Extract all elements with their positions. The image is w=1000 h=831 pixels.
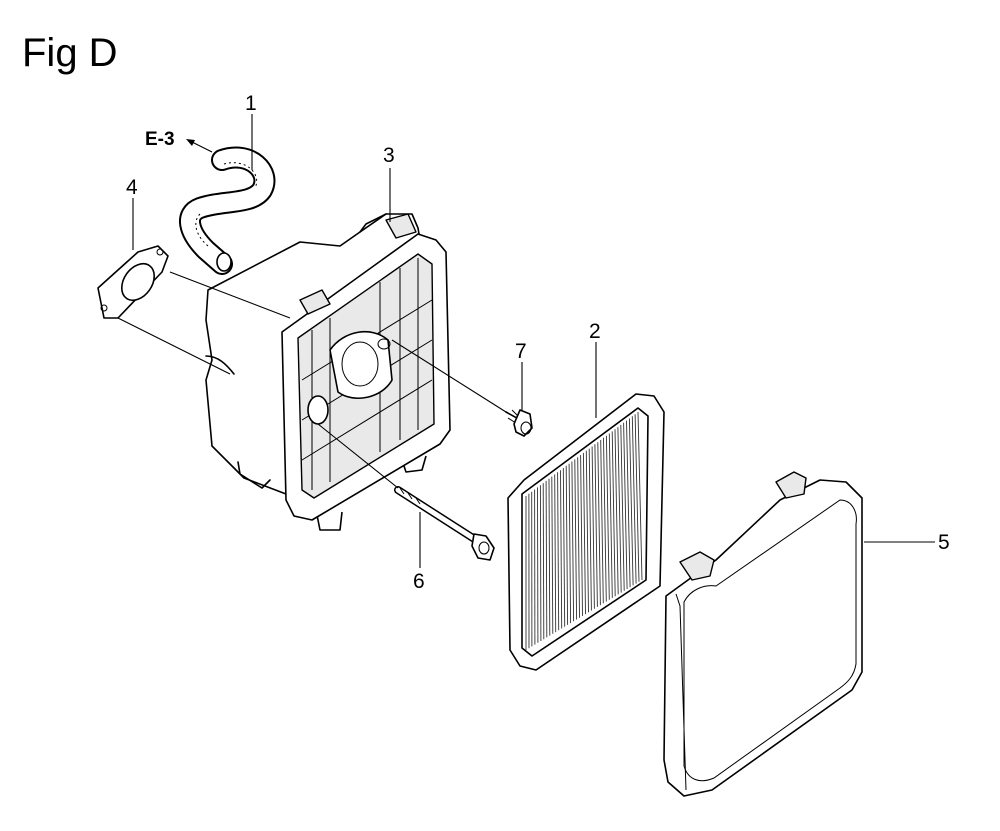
pleat-line <box>594 444 598 607</box>
pleat-line <box>628 418 634 586</box>
part-6-long-bolt <box>394 486 495 561</box>
pleat-line <box>539 485 542 642</box>
alignment-line-lower <box>117 317 231 375</box>
part-2-air-filter <box>507 393 665 671</box>
pleat-line <box>585 450 589 613</box>
pleat-line <box>571 461 575 622</box>
part-3-air-cleaner-case <box>205 213 451 531</box>
pleat-line <box>603 437 607 602</box>
part-1-breather-tube <box>179 146 276 275</box>
pleat-line <box>631 416 637 584</box>
reference-e3: E-3 <box>145 129 213 153</box>
part-7-bolt <box>505 409 533 437</box>
arrow-head-icon <box>186 139 195 146</box>
pleat-line <box>623 422 628 590</box>
callout-4: 4 <box>126 176 138 199</box>
pleat-line <box>551 476 554 634</box>
pleat-line <box>614 429 619 595</box>
pleat-line <box>577 457 580 618</box>
pleat-line <box>620 424 625 591</box>
pleat-line <box>597 442 601 606</box>
pleat-line <box>634 414 640 582</box>
alignment-line-bolt-7 <box>391 339 507 413</box>
alignment-line-upper <box>169 271 291 319</box>
pleat-line <box>588 448 592 611</box>
pleat-line <box>637 411 643 581</box>
reference-label: E-3 <box>145 129 175 150</box>
callout-1: 1 <box>245 92 257 115</box>
pleat-line <box>565 465 569 625</box>
pleat-line <box>605 435 610 600</box>
pleat-line <box>557 472 560 631</box>
leader-lines <box>117 114 935 568</box>
part-5-cover <box>663 471 863 797</box>
pleat-line <box>591 446 595 609</box>
callout-7: 7 <box>515 340 527 363</box>
callout-3: 3 <box>383 144 395 167</box>
callout-6: 6 <box>413 570 425 593</box>
part-4-gasket <box>97 245 169 319</box>
pleat-line <box>580 455 583 616</box>
callout-2: 2 <box>589 320 601 343</box>
pleat-line <box>611 431 616 597</box>
pleat-line <box>626 420 631 588</box>
pleat-line <box>582 452 586 615</box>
pleat-line <box>548 478 551 636</box>
callout-5: 5 <box>938 531 950 554</box>
pleat-line <box>545 480 548 638</box>
pleat-line <box>574 459 578 620</box>
pleat-line <box>560 470 563 629</box>
pleat-line <box>617 427 622 593</box>
alignment-line-bolt-6 <box>317 423 399 489</box>
pleat-line <box>568 463 572 624</box>
pleat-line <box>554 474 557 633</box>
filter-pleats <box>525 411 643 650</box>
pleat-line <box>608 433 613 598</box>
pleat-line <box>562 467 566 627</box>
pleat-line <box>542 483 545 640</box>
figure-title: Fig D <box>22 31 118 75</box>
pleat-line <box>600 439 604 604</box>
